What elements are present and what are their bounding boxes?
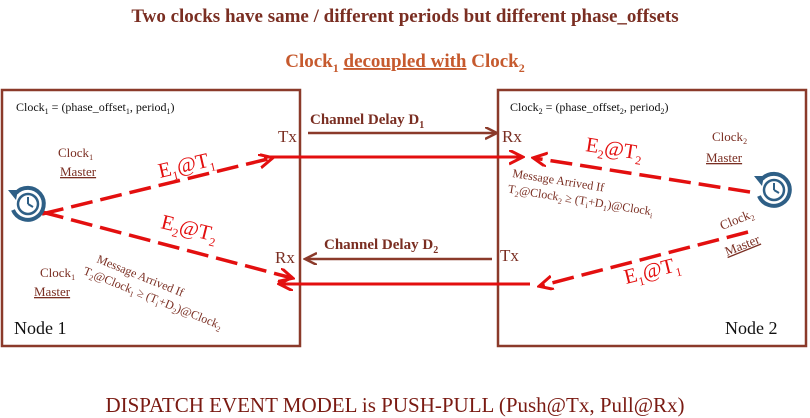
dashed-arrow-e1-right	[540, 230, 749, 286]
node1-clock-master-top: Clock1 Master	[58, 145, 97, 179]
node2-rx-label: Rx	[502, 127, 522, 146]
node2-tx-label: Tx	[500, 246, 519, 265]
node1-clock-icon	[8, 185, 46, 222]
node2-box	[496, 88, 808, 348]
channel-d2-label: Channel Delay D2	[324, 237, 438, 256]
dashed-arrow-e1-left	[41, 158, 272, 216]
node2-clock-master-bottom: Clock2	[718, 206, 757, 235]
condition-right: Message Arrived If T2@Clock2 ≥ (Ti+D1)@C…	[507, 166, 655, 221]
node2-clock-definition: Clock2 = (phase_offset2, period2)	[510, 100, 669, 116]
event-e2-right-label: E2@T2	[584, 132, 645, 168]
diagram-title: Two clocks have same / different periods…	[131, 6, 678, 27]
event-e1-right-label: E1@T1	[621, 252, 683, 292]
diagram-subtitle: Clock1 decoupled with Clock2	[285, 51, 525, 75]
node2-label: Node 2	[725, 318, 778, 338]
node1-box	[0, 88, 302, 348]
condition-left: Message Arrived If T2@Clock1 ≥ (Ti+D2)@C…	[81, 252, 221, 334]
node1-clock-master-bottom: Clock1 Master	[34, 265, 78, 299]
condition-right-line2: T2@Clock2 ≥ (Ti+D1)@Clocki	[507, 182, 655, 221]
node1-tx-label: Tx	[278, 127, 297, 146]
channel-d1-label: Channel Delay D1	[310, 112, 424, 131]
dashed-arrow-e2-left	[41, 210, 292, 278]
node1-clock-definition: Clock1 = (phase_offset1, period1)	[16, 100, 175, 116]
event-e1-left-label: E1@T1	[156, 147, 218, 186]
dispatch-model-caption: DISPATCH EVENT MODEL is PUSH-PULL (Push@…	[105, 393, 684, 417]
node1-label: Node 1	[14, 318, 67, 338]
node2-clock-master-top: Clock2 Master	[706, 129, 750, 165]
node2-clock-icon	[754, 171, 792, 208]
node1-rx-label: Rx	[275, 248, 295, 267]
dashed-arrow-e2-right	[534, 158, 751, 194]
